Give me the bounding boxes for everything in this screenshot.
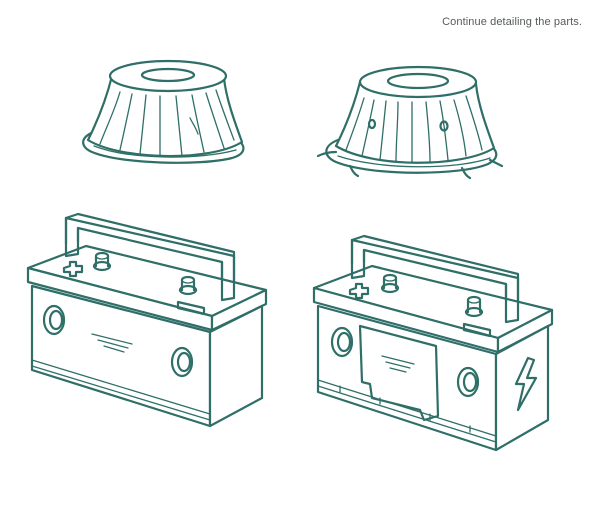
minus-sign-icon [462,322,492,338]
minus-sign-icon [176,300,206,316]
instruction-caption: Continue detailing the parts. [442,16,582,28]
plus-sign-icon [348,282,370,300]
battery-sketch-detailed [312,234,554,452]
battery-sketch-simple [26,212,268,428]
stump-sketch-simple [82,59,245,164]
stump-sketch-detailed [316,65,504,180]
lightning-bolt-icon [514,356,538,412]
plus-sign-icon [62,260,84,278]
